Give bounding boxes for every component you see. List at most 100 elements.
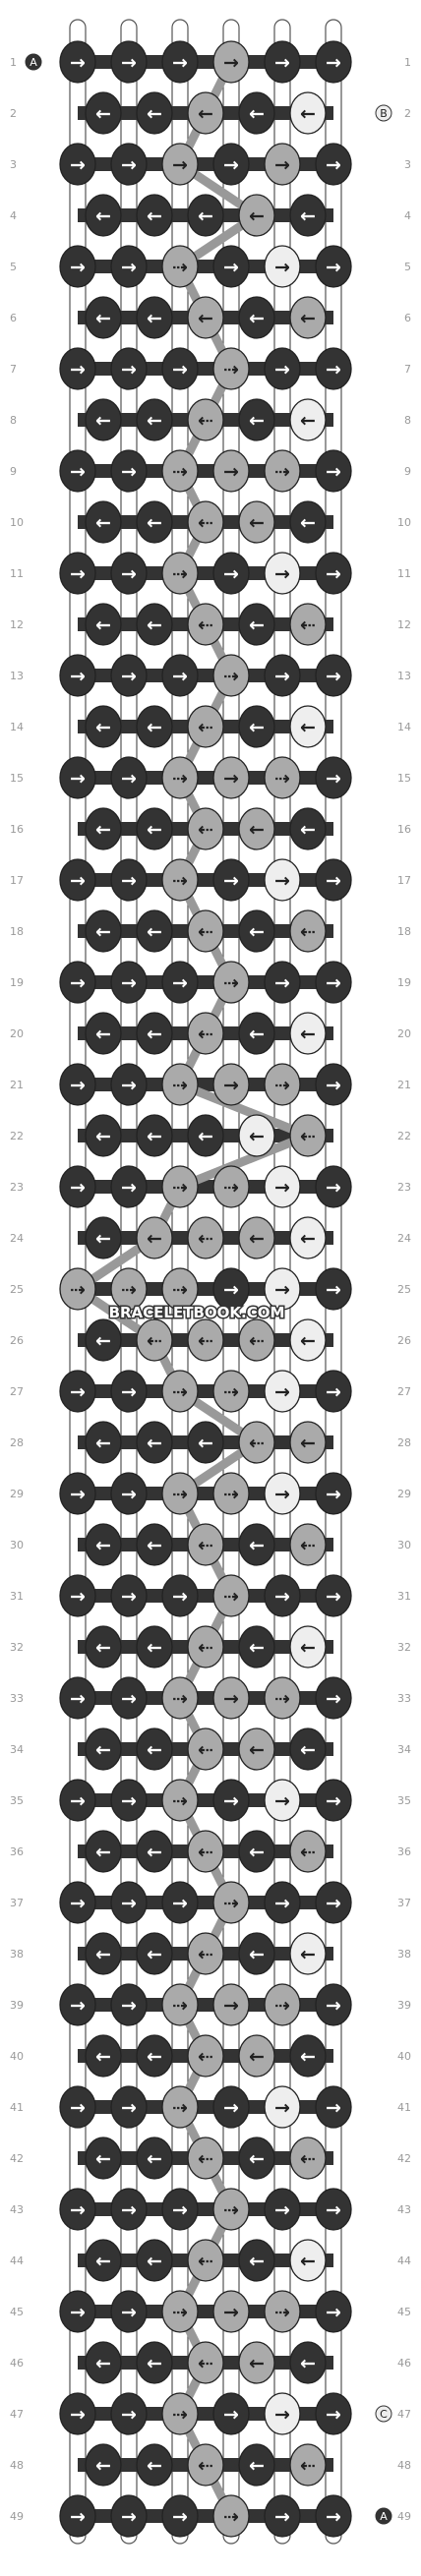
knot: ←: [136, 1932, 173, 1975]
knot: ←: [85, 909, 122, 953]
knot-arrow-icon: ←: [249, 205, 265, 227]
knot-arrow-icon: →: [326, 1688, 341, 1710]
knot-shape: [136, 1932, 173, 1975]
strand-label-bottom-left-marker: [375, 2405, 392, 2423]
knot-shape: [59, 2494, 96, 2538]
knot-shape: [212, 961, 250, 1004]
knot-shape: [289, 1318, 327, 1362]
knot-shape: [85, 2137, 122, 2180]
knot-arrow-icon: ⇠: [198, 1637, 213, 1659]
knot-shape: [289, 705, 327, 748]
knot: ←: [238, 500, 275, 544]
knot-shape: [187, 2443, 224, 2487]
knot-shape: [187, 705, 224, 748]
knot: →: [264, 1574, 301, 1617]
knot-shape: [161, 2188, 199, 2231]
knot-shape: [161, 347, 199, 390]
knot: ←: [136, 1727, 173, 1771]
knot: ⇢: [264, 1676, 301, 1720]
knot-arrow-icon: →: [223, 52, 239, 74]
knot-shape: [238, 2239, 275, 2282]
row-number-right: 23: [397, 1181, 411, 1194]
knot: ←: [85, 1625, 122, 1669]
knot-arrow-icon: ←: [300, 1944, 316, 1965]
row-number-right: 22: [397, 1130, 411, 1142]
row-number-right: 28: [397, 1436, 411, 1449]
knot: →: [161, 347, 199, 390]
knot: →: [212, 40, 250, 84]
knot-shape: [264, 1779, 301, 1822]
knot-arrow-icon: →: [70, 666, 86, 687]
knot-shape: [59, 858, 96, 902]
knot-arrow-icon: →: [121, 1995, 137, 2017]
knot: →: [264, 1165, 301, 1208]
knot-arrow-icon: ⇢: [274, 1075, 290, 1096]
knot-arrow-icon: ←: [147, 512, 162, 534]
knot-arrow-icon: →: [121, 52, 137, 74]
knot-arrow-icon: ←: [147, 1433, 162, 1454]
knot-arrow-icon: →: [326, 1484, 341, 1505]
knot-shape: [238, 194, 275, 237]
knot-shape: [212, 1881, 250, 1924]
knot-arrow-icon: →: [274, 1381, 290, 1403]
knot-shape: [187, 91, 224, 135]
knot-shape: [238, 2443, 275, 2487]
knot-arrow-icon: →: [274, 154, 290, 176]
row-number-right: 39: [397, 1999, 411, 2012]
knot-arrow-icon: ←: [198, 308, 213, 329]
knot: ⇠: [187, 1216, 224, 1259]
knot-shape: [264, 2085, 301, 2129]
knot-shape: [110, 1983, 148, 2026]
knot-shape: [110, 1267, 148, 1311]
row-number-right: 29: [397, 1488, 411, 1500]
knot-shape: [315, 2085, 352, 2129]
knot: ←: [136, 1421, 173, 1464]
knot: →: [315, 449, 352, 493]
knot-arrow-icon: →: [326, 768, 341, 790]
knot-shape: [289, 1727, 327, 1771]
row-number-left: 38: [10, 1948, 24, 1961]
knot-arrow-icon: →: [70, 154, 86, 176]
row-number-left: 29: [10, 1488, 24, 1500]
knot-shape: [264, 1165, 301, 1208]
knot-shape: [289, 500, 327, 544]
knot: ⇢: [212, 2188, 250, 2231]
knot: ⇢: [161, 1267, 199, 1311]
knot-shape: [315, 552, 352, 595]
knot: ⇢: [161, 756, 199, 799]
knot: ←: [136, 1625, 173, 1669]
knot: →: [315, 858, 352, 902]
knot: ←: [238, 194, 275, 237]
knot: ⇠: [187, 1727, 224, 1771]
knot-arrow-icon: →: [223, 461, 239, 483]
knot-arrow-icon: →: [326, 1381, 341, 1403]
knot-arrow-icon: ⇢: [223, 972, 239, 994]
knot-shape: [136, 1727, 173, 1771]
knot-arrow-icon: ⇠: [198, 410, 213, 432]
knot-arrow-icon: ←: [147, 205, 162, 227]
knot-arrow-icon: ←: [95, 717, 111, 738]
knot: ←: [289, 807, 327, 850]
knot-arrow-icon: →: [172, 972, 188, 994]
knot: →: [59, 2290, 96, 2333]
row-number-left: 20: [10, 1027, 24, 1040]
knot-arrow-icon: ⇢: [172, 1075, 188, 1096]
knot: →: [110, 2290, 148, 2333]
knot-shape: [136, 2137, 173, 2180]
knot-shape: [136, 194, 173, 237]
knot-arrow-icon: →: [326, 2506, 341, 2528]
knot-arrow-icon: →: [121, 1688, 137, 1710]
knot-arrow-icon: ←: [249, 2455, 265, 2477]
knot-shape: [212, 1370, 250, 1413]
knot: →: [315, 1267, 352, 1311]
knot-arrow-icon: →: [70, 1893, 86, 1914]
knot: ⇠: [289, 2443, 327, 2487]
knot-shape: [136, 1318, 173, 1362]
knot-shape: [187, 1727, 224, 1771]
knot: ⇠: [187, 2137, 224, 2180]
knot: ←: [136, 1012, 173, 1055]
knot-arrow-icon: →: [172, 52, 188, 74]
knot-shape: [264, 858, 301, 902]
knot: ⇠: [187, 1318, 224, 1362]
row-number-right: 15: [397, 772, 411, 785]
